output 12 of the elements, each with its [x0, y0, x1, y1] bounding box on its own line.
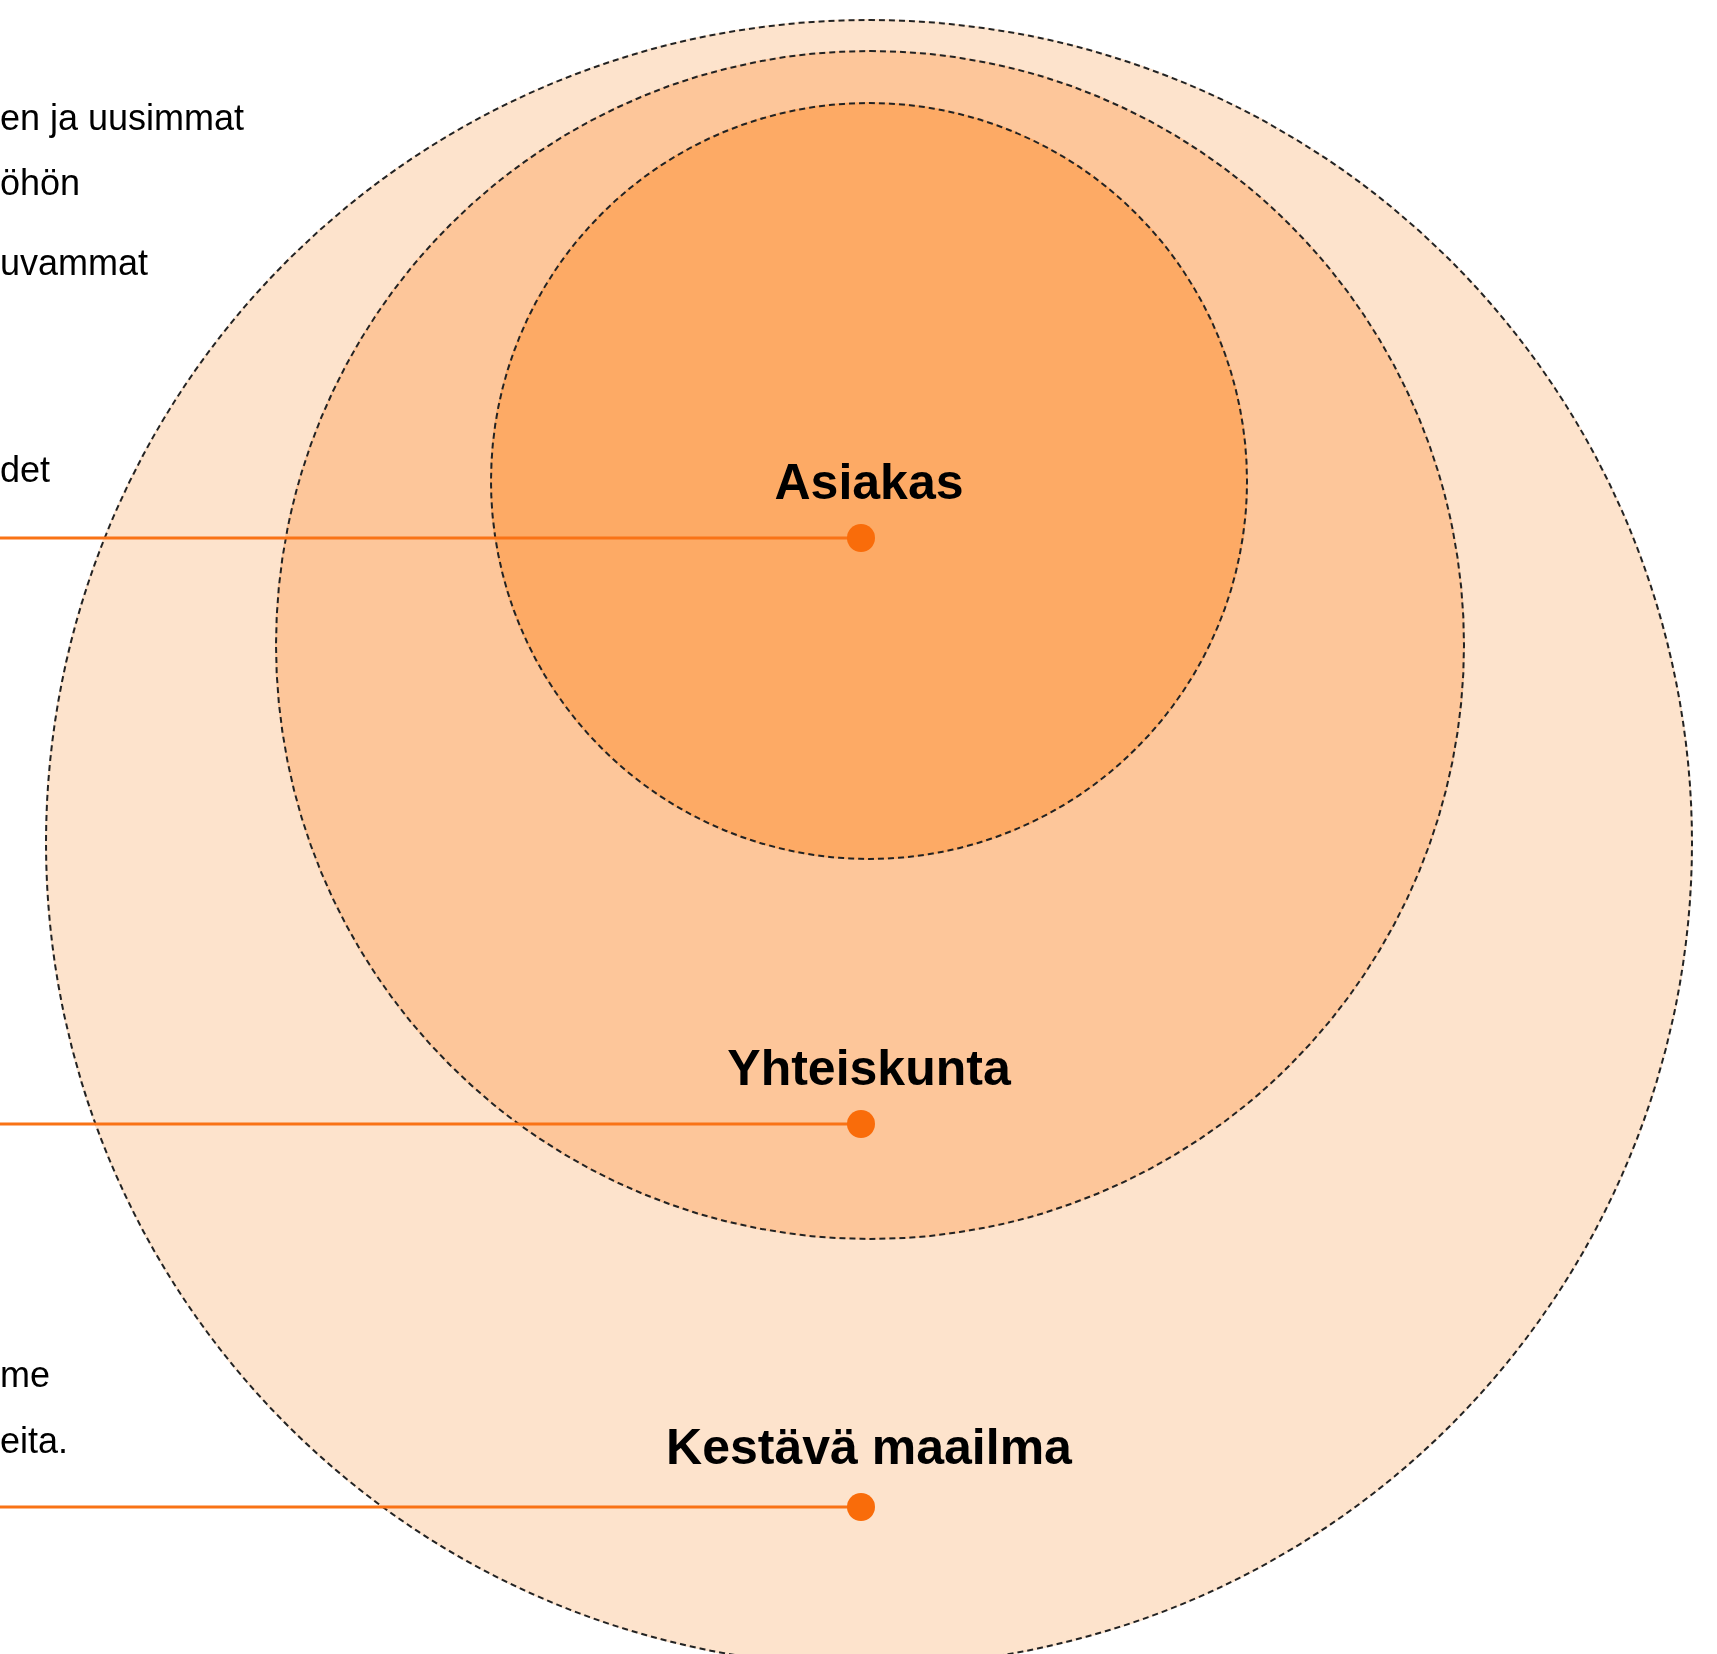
description-text: öhön — [0, 165, 81, 201]
description-text: det — [0, 452, 51, 488]
description-text: en ja uusimmat — [0, 100, 245, 136]
description-text: uvammat — [0, 245, 149, 281]
zone-title: Asiakas — [774, 457, 964, 507]
leader-line — [0, 524, 875, 552]
description-text: me — [0, 1357, 50, 1393]
description-text: eita. — [0, 1423, 69, 1459]
zone-title: Yhteiskunta — [727, 1043, 1011, 1093]
leader-line — [0, 1110, 875, 1138]
zone-title: Kestävä maailma — [666, 1422, 1072, 1472]
leader-line — [0, 1493, 875, 1521]
